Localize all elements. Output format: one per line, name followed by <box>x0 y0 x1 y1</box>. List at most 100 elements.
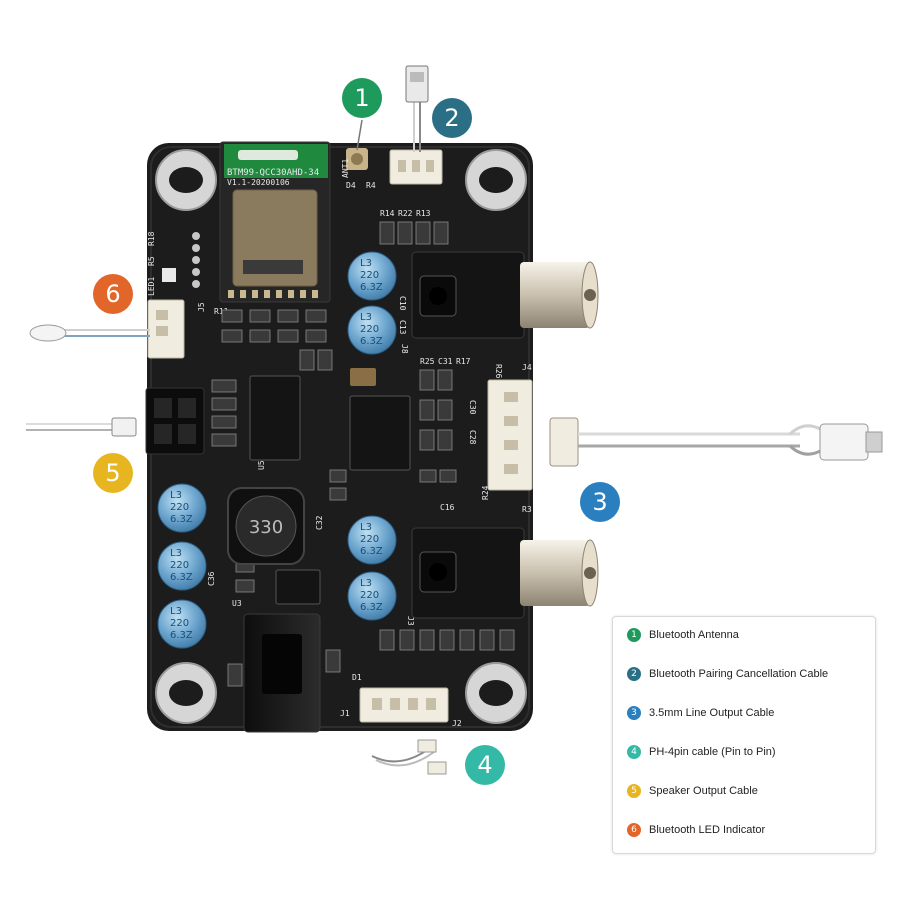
ref-j3: J3 <box>406 616 415 626</box>
svg-text:L3: L3 <box>360 578 372 589</box>
svg-text:6.3Z: 6.3Z <box>360 546 383 557</box>
ref-r17: R17 <box>456 357 471 366</box>
legend-item: 3 3.5mm Line Output Cable <box>627 703 774 723</box>
ref-r13: R13 <box>416 209 431 218</box>
svg-text:220: 220 <box>360 534 379 545</box>
svg-text:220: 220 <box>170 502 189 513</box>
crystal <box>350 368 376 386</box>
ref-j4: J4 <box>522 363 532 372</box>
ref-d1: D1 <box>352 673 362 682</box>
badge-1: 1 <box>342 78 382 118</box>
legend-item: 1 Bluetooth Antenna <box>627 625 739 645</box>
ref-r11: R11 <box>214 307 229 316</box>
svg-text:220: 220 <box>360 270 379 281</box>
legend-box: 1 Bluetooth Antenna 2 Bluetooth Pairing … <box>612 616 876 854</box>
ref-c10: C10 <box>398 296 407 311</box>
legend-item: 4 PH-4pin cable (Pin to Pin) <box>627 742 776 762</box>
badge-4: 4 <box>465 745 505 785</box>
ref-c16: C16 <box>440 503 455 512</box>
svg-text:220: 220 <box>170 560 189 571</box>
ref-u5: U5 <box>257 460 266 470</box>
legend-label: Bluetooth LED Indicator <box>649 824 766 836</box>
ic-u3 <box>275 569 321 605</box>
svg-text:6.3Z: 6.3Z <box>170 630 193 641</box>
module-label-line2: V1.1-20200106 <box>227 178 290 187</box>
smd-components <box>211 221 515 687</box>
badge-3: 3 <box>580 482 620 522</box>
ref-ant: ANT1 <box>341 159 350 178</box>
svg-text:220: 220 <box>170 618 189 629</box>
badge-2: 2 <box>432 98 472 138</box>
ref-c13: C13 <box>398 320 407 335</box>
svg-text:6.3Z: 6.3Z <box>170 514 193 525</box>
rca-jack-top <box>411 251 599 339</box>
bluetooth-module-antenna-area <box>224 144 328 178</box>
ref-d4: D4 <box>346 181 356 190</box>
legend-dot: 3 <box>627 706 641 720</box>
inductor-label: 330 <box>249 517 283 538</box>
ref-j2: J2 <box>452 719 462 728</box>
ph4pin-cable <box>371 739 447 775</box>
j2-connector <box>359 687 449 723</box>
led-smd <box>162 268 176 282</box>
svg-text:6.3Z: 6.3Z <box>360 602 383 613</box>
legend-label: PH-4pin cable (Pin to Pin) <box>649 746 776 758</box>
ref-u3: U3 <box>232 599 242 608</box>
ref-r14: R14 <box>380 209 395 218</box>
svg-text:L3: L3 <box>170 606 182 617</box>
badge-5: 5 <box>93 453 133 493</box>
legend-item: 6 Bluetooth LED Indicator <box>627 820 765 840</box>
ref-r26: R26 <box>494 364 503 379</box>
svg-text:L3: L3 <box>170 490 182 501</box>
svg-text:6.3Z: 6.3Z <box>360 282 383 293</box>
svg-text:L3: L3 <box>170 548 182 559</box>
ref-j5: J5 <box>197 302 206 312</box>
rca-jack-bottom <box>411 527 599 619</box>
header-pins <box>192 232 200 288</box>
svg-text:L3: L3 <box>360 312 372 323</box>
legend-dot: 4 <box>627 745 641 759</box>
svg-text:6.3Z: 6.3Z <box>360 336 383 347</box>
speaker-terminal <box>145 387 205 455</box>
j4-connector <box>487 379 533 491</box>
svg-text:220: 220 <box>360 590 379 601</box>
legend-label: Bluetooth Antenna <box>649 629 739 641</box>
ref-r25: R25 <box>420 357 435 366</box>
ref-c32: C32 <box>315 515 324 530</box>
ref-r4: R4 <box>366 181 376 190</box>
ref-r3: R3 <box>522 505 532 514</box>
ref-r22: R22 <box>398 209 413 218</box>
legend-dot: 2 <box>627 667 641 681</box>
legend-dot: 1 <box>627 628 641 642</box>
ref-c36: C36 <box>207 571 216 586</box>
svg-text:220: 220 <box>360 324 379 335</box>
svg-text:L3: L3 <box>360 258 372 269</box>
legend-label: Speaker Output Cable <box>649 785 758 797</box>
legend-item: 2 Bluetooth Pairing Cancellation Cable <box>627 664 828 684</box>
legend-label: 3.5mm Line Output Cable <box>649 707 775 719</box>
legend-dot: 6 <box>627 823 641 837</box>
ic-u5 <box>249 375 301 461</box>
pairing-cable <box>405 65 429 152</box>
legend-item: 5 Speaker Output Cable <box>627 781 758 801</box>
legend-label: Bluetooth Pairing Cancellation Cable <box>649 668 829 680</box>
speaker-cable <box>26 417 137 437</box>
ic-u4 <box>349 395 411 471</box>
ref-r24: R24 <box>481 485 490 500</box>
led-cable <box>29 324 150 342</box>
svg-text:L3: L3 <box>360 522 372 533</box>
line-output-cable <box>549 417 883 467</box>
ref-c31: C31 <box>438 357 453 366</box>
mounting-holes <box>155 149 527 724</box>
legend-dot: 5 <box>627 784 641 798</box>
badge-6: 6 <box>93 274 133 314</box>
